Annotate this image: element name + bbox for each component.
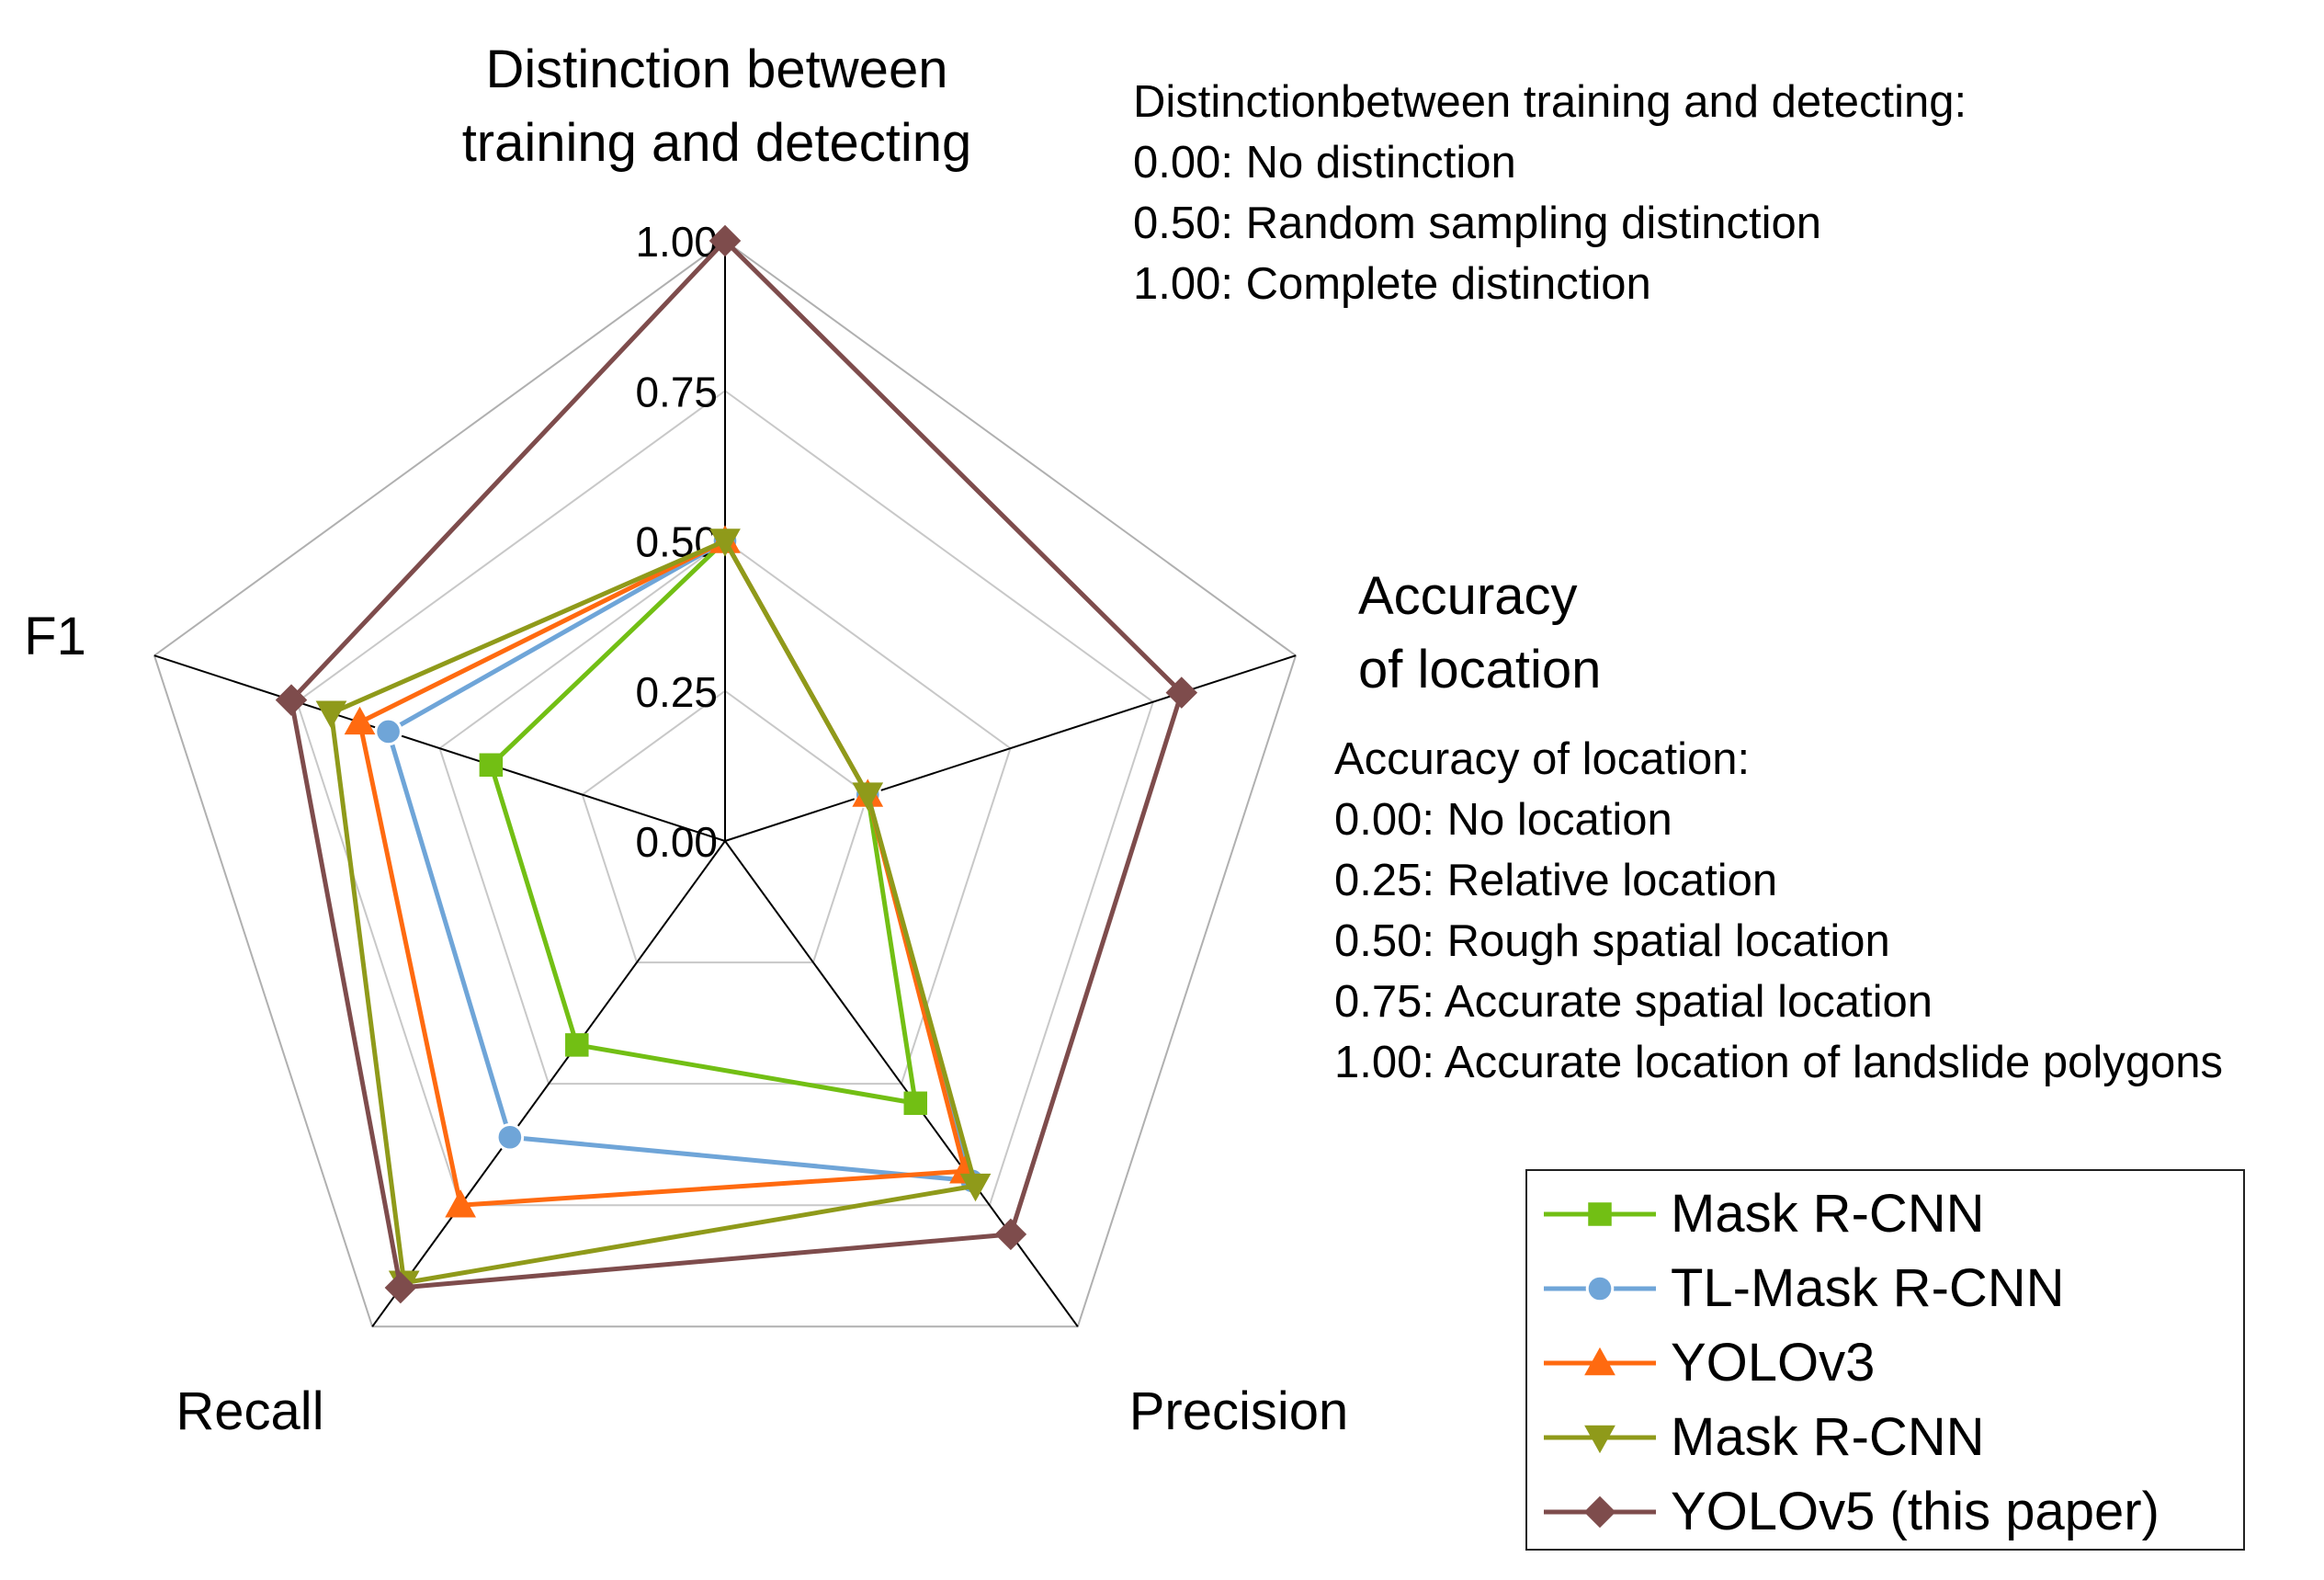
- data-point: [344, 706, 376, 735]
- location-note-line: Accuracy of location:: [1334, 734, 1751, 784]
- legend-item: Mask R-CNN: [1527, 1400, 2243, 1474]
- series-group: [315, 529, 992, 1299]
- legend-marker: [1588, 1201, 1612, 1226]
- data-point: [374, 717, 402, 746]
- legend-marker: [1584, 1425, 1615, 1453]
- legend-swatch: [1544, 1274, 1656, 1302]
- axis-label-line: Accuracy: [1358, 566, 1578, 626]
- legend-item: YOLOv3: [1527, 1325, 2243, 1400]
- axis-labels: Distinction between training and detectin…: [24, 40, 1601, 1441]
- series-line: [328, 538, 979, 1286]
- location-note: Accuracy of location: 0.00: No location …: [1334, 729, 2223, 1093]
- radar-grid: [153, 239, 1298, 1328]
- distinction-note-line: 0.00: No distinction: [1133, 138, 1516, 188]
- data-point: [445, 1189, 477, 1218]
- legend-item: YOLOv5 (this paper): [1527, 1474, 2243, 1549]
- legend-marker: [1585, 1274, 1615, 1302]
- legend-label: YOLOv3: [1671, 1333, 1876, 1392]
- axis-label: Precision: [1129, 1381, 1349, 1441]
- data-point: [384, 1271, 417, 1304]
- axis-spoke: [724, 654, 1297, 842]
- location-note-line: 0.25: Relative location: [1334, 856, 1778, 905]
- legend-label: TL-Mask R-CNN: [1671, 1258, 2065, 1318]
- data-point: [709, 529, 741, 557]
- series-group: [344, 525, 981, 1218]
- axis-label-line: Recall: [176, 1381, 323, 1441]
- distinction-note-line: Distinctionbetween training and detectin…: [1133, 77, 1967, 127]
- radar-series: [275, 224, 1198, 1304]
- series-line: [357, 538, 969, 1208]
- distinction-note-line: 1.00: Complete distinction: [1133, 259, 1651, 309]
- data-point: [852, 782, 884, 811]
- legend-marker: [1583, 1495, 1616, 1528]
- grid-ring: [296, 390, 1154, 1207]
- data-point: [565, 1033, 589, 1057]
- data-point: [275, 684, 308, 716]
- data-point: [709, 224, 742, 257]
- axis-label-line: Distinction between: [486, 40, 948, 99]
- axis-label-line: training and detecting: [462, 113, 972, 173]
- legend-swatch: [1544, 1425, 1656, 1453]
- location-note-line: 1.00: Accurate location of landslide pol…: [1334, 1038, 2224, 1087]
- location-note-line: 0.00: No location: [1334, 795, 1672, 845]
- legend-swatch: [1544, 1201, 1656, 1226]
- data-point: [903, 1091, 928, 1116]
- data-point: [495, 1122, 525, 1152]
- distinction-note-line: 0.50: Random sampling distinction: [1133, 199, 1822, 248]
- data-point: [315, 700, 347, 729]
- axis-spoke: [724, 840, 1079, 1327]
- radial-tick-labels: 0.00 0.25 0.50 0.75 1.00: [635, 218, 718, 866]
- axis-spoke: [153, 654, 726, 842]
- legend-marker: [1584, 1347, 1615, 1375]
- axis-label-line: F1: [24, 607, 86, 666]
- axis-label-line: of location: [1358, 640, 1601, 699]
- legend-label: Mask R-CNN: [1671, 1407, 1985, 1467]
- axis-spoke: [371, 840, 726, 1327]
- grid-ring: [153, 239, 1298, 1328]
- axis-label-line: Precision: [1129, 1381, 1349, 1441]
- axis-label: F1: [24, 607, 86, 666]
- axis-label: Accuracy of location: [1358, 566, 1601, 699]
- location-note-line: 0.75: Accurate spatial location: [1334, 977, 1933, 1027]
- location-note-line: 0.50: Rough spatial location: [1334, 916, 1890, 966]
- legend-swatch: [1544, 1347, 1656, 1375]
- series-line: [289, 237, 1185, 1290]
- legend-label: YOLOv5 (this paper): [1671, 1482, 2160, 1541]
- radar-spokes: [153, 241, 1297, 1327]
- tick-label: 0.50: [635, 518, 718, 566]
- grid-ring: [581, 689, 869, 964]
- legend-item: Mask R-CNN: [1527, 1176, 2243, 1251]
- series-group: [275, 224, 1198, 1304]
- axis-label: Recall: [176, 1381, 323, 1441]
- tick-label: 0.00: [635, 818, 718, 866]
- tick-label: 0.75: [635, 368, 718, 415]
- data-point: [994, 1218, 1027, 1251]
- legend-item: TL-Mask R-CNN: [1527, 1251, 2243, 1325]
- distinction-note: Distinctionbetween training and detectin…: [1133, 72, 1967, 314]
- tick-label: 0.25: [635, 668, 718, 716]
- tick-label: 1.00: [635, 218, 718, 266]
- legend-swatch: [1544, 1495, 1656, 1528]
- axis-label: Distinction between training and detectin…: [462, 40, 972, 173]
- grid-ring: [438, 540, 1012, 1086]
- data-point: [959, 1173, 992, 1202]
- legend-label: Mask R-CNN: [1671, 1184, 1985, 1244]
- data-point: [479, 753, 504, 778]
- data-point: [1165, 676, 1198, 709]
